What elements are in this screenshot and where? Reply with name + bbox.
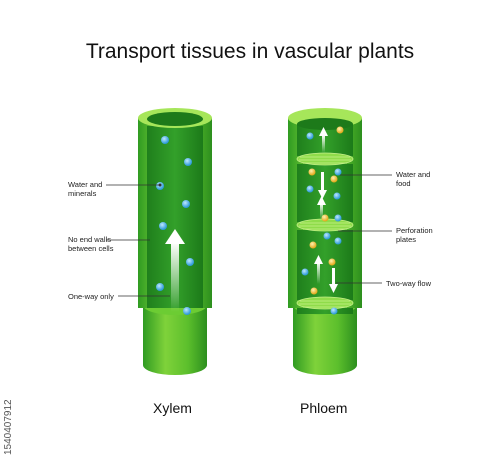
diagram-title: Transport tissues in vascular plants <box>85 40 415 63</box>
xylem-water-dots <box>156 136 194 315</box>
phloem-flow-arrows <box>314 127 338 293</box>
stock-id-text: 1540407912 <box>3 399 14 455</box>
label-one-way: One-way only <box>68 292 114 301</box>
label-no-end-walls: No end walls between cells <box>68 235 114 253</box>
perforation-plates <box>296 152 354 310</box>
label-two-way-flow: Two-way flow <box>386 279 432 288</box>
label-perforation-plates: Perforation plates <box>396 226 433 244</box>
xylem-leaders <box>106 184 170 297</box>
phloem-dots <box>301 126 344 315</box>
caption-phloem: Phloem <box>300 400 348 416</box>
label-water-food: Water and food <box>396 170 431 188</box>
label-water-minerals: Water and minerals <box>68 180 103 198</box>
xylem-tube <box>138 108 212 375</box>
stock-id: 1540407912 <box>0 0 18 465</box>
phloem-tube <box>288 108 362 375</box>
xylem-flow-arrow <box>165 229 185 312</box>
phloem-leaders <box>336 174 392 284</box>
caption-xylem: Xylem <box>153 400 192 416</box>
